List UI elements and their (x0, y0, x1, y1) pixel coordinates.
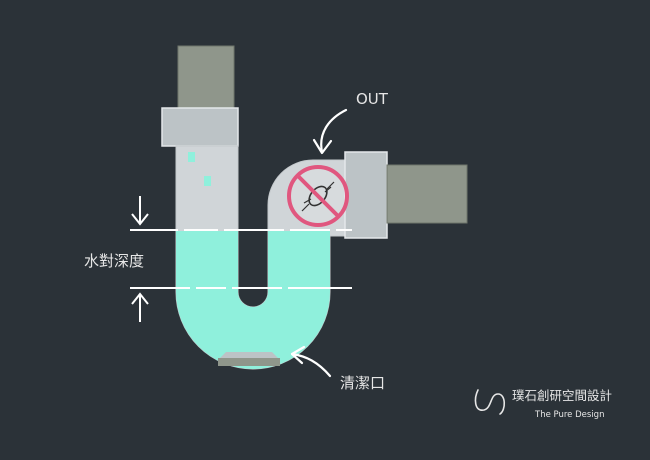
brand-name: 璞石創研空間設計 (512, 388, 612, 403)
outlet-coupling (344, 151, 388, 239)
outlet-pipe (386, 164, 468, 224)
cleanout-label: 清潔口 (340, 374, 385, 392)
cleanout-plug-base (218, 358, 280, 366)
trap-water (176, 231, 330, 369)
water-droplet (188, 152, 195, 162)
no-cockroach-icon (287, 165, 349, 227)
cleanout-arrow-head (290, 345, 306, 365)
cleanout-arrow (290, 352, 332, 378)
out-arrow-head (312, 138, 333, 155)
out-arrow (320, 108, 348, 154)
brand-logo-icon (474, 389, 506, 415)
inlet-pipe-top (177, 45, 235, 109)
out-label: OUT (356, 90, 389, 108)
depth-arrow-top-head (131, 213, 149, 226)
water-seal-depth-label: 水對深度 (84, 252, 144, 270)
inlet-coupling (161, 107, 239, 147)
brand-tagline: The Pure Design (534, 410, 604, 420)
depth-arrow-bottom-head (131, 292, 149, 305)
water-droplet (204, 176, 211, 186)
